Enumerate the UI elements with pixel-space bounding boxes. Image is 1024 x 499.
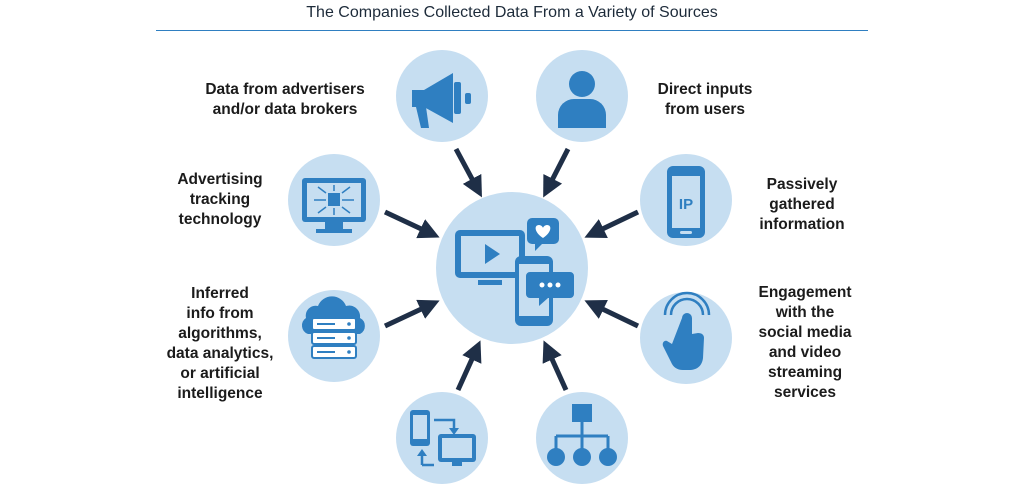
node-passive: IP: [640, 154, 732, 246]
label-line: algorithms,: [178, 325, 262, 342]
center-hub: [436, 192, 588, 344]
megaphone-icon: [412, 73, 471, 128]
arrow-devices: [455, 340, 482, 392]
label-line: with the: [775, 304, 835, 321]
node-devices: [396, 392, 488, 484]
node-network: [536, 392, 628, 484]
label-line: streaming: [767, 364, 843, 381]
label-line: Advertising: [177, 171, 263, 188]
arrow-tracking: [383, 209, 440, 239]
label-advertisers: Data from advertisers and/or data broker…: [188, 80, 382, 120]
label-inferred: Inferred info from algorithms, data anal…: [150, 284, 290, 404]
label-line: data analytics,: [166, 345, 274, 362]
label-passive: Passively gathered information: [742, 175, 862, 235]
label-users: Direct inputs from users: [640, 80, 770, 120]
node-advertisers: [396, 50, 488, 142]
label-line: social media: [758, 324, 852, 341]
arrow-passive: [584, 209, 640, 239]
label-line: Inferred: [191, 285, 249, 302]
monitor-tracking-icon: [302, 178, 366, 233]
arrow-advertisers: [453, 147, 482, 198]
label-line: and/or data brokers: [212, 101, 358, 118]
node-inferred: [288, 290, 380, 382]
arrow-users: [543, 147, 571, 198]
label-line: Data from advertisers: [205, 81, 365, 98]
arrow-inferred: [383, 299, 440, 329]
phone-ip-text: IP: [679, 196, 693, 213]
media-devices-icon: [455, 218, 574, 326]
label-line: tracking: [189, 191, 251, 208]
node-engagement: [640, 291, 732, 384]
phone-ip-icon: IP: [667, 166, 705, 238]
label-line: from users: [664, 101, 746, 118]
label-line: gathered: [769, 196, 835, 213]
label-line: Direct inputs: [657, 81, 753, 98]
hand-tap-icon: [662, 291, 711, 370]
node-users: [536, 50, 628, 142]
label-line: or artificial: [180, 365, 260, 382]
label-line: info from: [186, 305, 254, 322]
label-line: technology: [178, 211, 262, 228]
label-engagement: Engagement with the social media and vid…: [740, 283, 870, 403]
person-icon: [558, 71, 606, 128]
label-line: Passively: [766, 176, 838, 193]
label-line: information: [759, 216, 845, 233]
label-line: intelligence: [177, 385, 263, 402]
diagram-title: The Companies Collected Data From a Vari…: [306, 4, 718, 21]
node-tracking: [288, 154, 380, 246]
label-line: and video: [768, 344, 842, 361]
arrow-network: [542, 340, 569, 392]
network-hierarchy-icon: [547, 404, 617, 466]
arrow-engagement: [584, 299, 640, 329]
label-line: services: [773, 384, 837, 401]
device-sync-icon: [410, 410, 476, 467]
label-tracking: Advertising tracking technology: [160, 170, 280, 230]
label-line: Engagement: [758, 284, 852, 301]
title-rule: [156, 30, 868, 31]
cloud-server-icon: [301, 296, 365, 359]
